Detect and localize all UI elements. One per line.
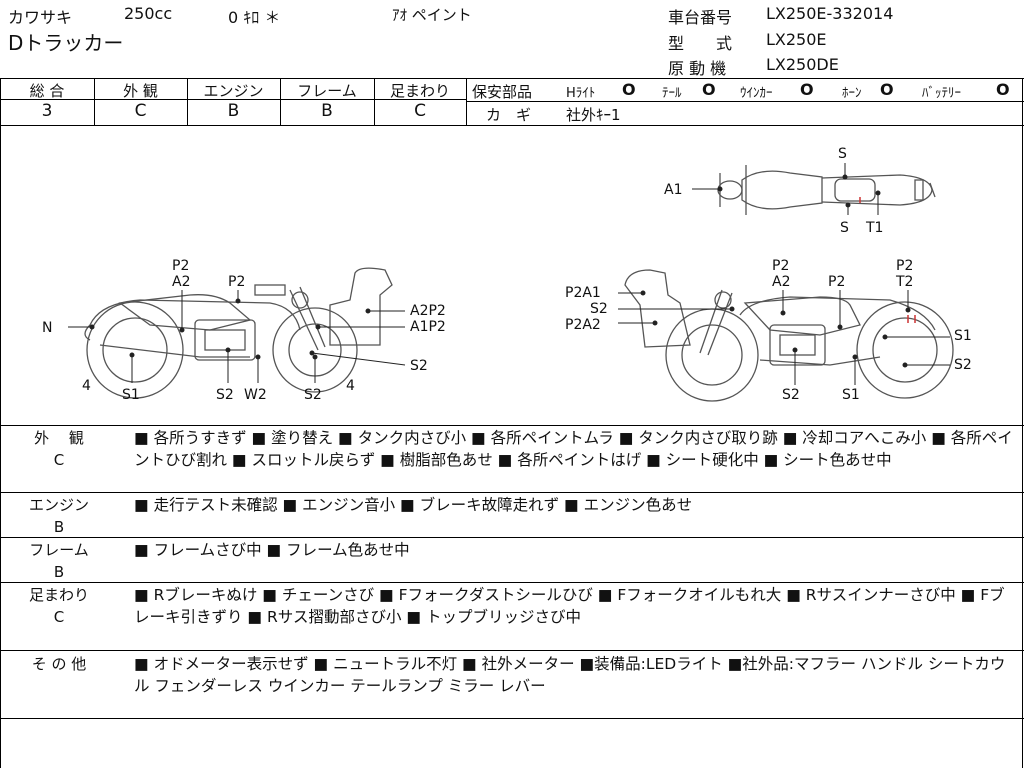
divider <box>280 78 281 125</box>
left-label: N <box>42 320 53 336</box>
grade-overall-label: 総 合 <box>29 82 65 100</box>
key-label: カ ギ <box>486 106 532 124</box>
paint-color: ｱｵ ペイント <box>392 6 472 24</box>
grade-exterior-label: 外 観 <box>123 82 158 100</box>
detail-category: 外 観 <box>34 429 84 447</box>
left-label: P2 <box>172 258 190 274</box>
right-label: P2 <box>772 258 790 274</box>
right-label: A2 <box>772 274 791 290</box>
divider <box>466 101 1024 102</box>
divider <box>187 78 188 125</box>
safety-label: 保安部品 <box>472 83 533 101</box>
chassis-label: 車台番号 <box>668 8 733 27</box>
grade-suspension-label: 足まわり <box>389 82 450 100</box>
grade-exterior-value: C <box>134 101 147 121</box>
right-label: P2A1 <box>565 285 601 301</box>
left-label: S2 <box>410 358 428 374</box>
displacement: 250cc <box>124 4 173 23</box>
divider <box>0 99 466 100</box>
grade-engine-value: B <box>227 101 240 121</box>
type-label: 型 式 <box>668 34 733 53</box>
detail-category: フレーム <box>29 541 89 559</box>
left-label: 4 <box>346 378 355 394</box>
divider <box>0 492 1024 493</box>
divider <box>0 78 1024 79</box>
divider <box>466 78 467 125</box>
safety-headlight: Hﾗｲﾄ <box>566 86 596 101</box>
divider <box>1022 78 1023 768</box>
mileage: 0 ｷﾛ ＊ <box>228 8 281 27</box>
safety-tail: ﾃｰﾙ <box>662 86 682 101</box>
divider <box>0 582 1024 583</box>
grade-engine-label: エンジン <box>203 82 264 100</box>
top-label: S <box>840 220 849 236</box>
top-view-bike <box>717 165 936 215</box>
detail-text: ■ オドメーター表示せず ■ ニュートラル不灯 ■ 社外メーター ■装備品:LE… <box>134 655 1006 695</box>
detail-grade: B <box>53 563 65 581</box>
top-label: S <box>838 146 847 162</box>
right-label: P2 <box>896 258 914 274</box>
safety-horn: ﾎｰﾝ <box>842 86 862 101</box>
left-label: S1 <box>122 387 140 403</box>
divider <box>0 650 1024 651</box>
engine-model-label: 原 動 機 <box>668 59 727 78</box>
left-side-bike <box>84 267 393 399</box>
grade-frame-label: フレーム <box>297 82 357 100</box>
safety-horn-mark: O <box>880 80 894 99</box>
right-label: S2 <box>782 387 800 403</box>
divider <box>0 537 1024 538</box>
detail-category: そ の 他 <box>31 655 87 673</box>
right-label: S1 <box>954 328 972 344</box>
left-label: A2 <box>172 274 191 290</box>
safety-winker-mark: O <box>800 80 814 99</box>
divider <box>0 125 1024 126</box>
safety-tail-mark: O <box>702 80 716 99</box>
model-name: Dトラッカー <box>8 31 124 55</box>
top-label: A1 <box>664 182 683 198</box>
detail-grade: C <box>53 608 65 626</box>
divider <box>0 718 1024 719</box>
detail-grade: C <box>53 451 65 469</box>
grade-frame-value: B <box>321 101 333 121</box>
top-label: T1 <box>866 220 884 236</box>
damage-markers <box>859 197 916 323</box>
detail-category: エンジン <box>28 496 89 514</box>
detail-category: 足まわり <box>28 586 89 604</box>
grade-suspension-value: C <box>414 101 426 121</box>
left-label: 4 <box>82 378 91 394</box>
left-label: A1P2 <box>410 319 446 335</box>
detail-text: ■ 各所うすきず ■ 塗り替え ■ タンク内さび小 ■ 各所ペイントムラ ■ タ… <box>134 429 1013 469</box>
detail-grade: B <box>53 518 65 536</box>
safety-winker: ｳｲﾝｶｰ <box>740 86 773 101</box>
safety-battery: ﾊﾞｯﾃﾘｰ <box>922 86 961 101</box>
left-label: S2 <box>216 387 234 403</box>
right-label: S2 <box>590 301 608 317</box>
motorcycle-drawings <box>68 163 954 402</box>
left-label: P2 <box>228 274 246 290</box>
safety-headlight-mark: O <box>622 80 636 99</box>
divider <box>0 78 1 768</box>
damage-diagram: S A1 S T1 P2 A2 P2 N A2P2 A1P2 S2 4 S1 S… <box>0 125 1024 425</box>
maker: カワサキ <box>8 8 73 27</box>
left-label: S2 <box>304 387 322 403</box>
right-label: T2 <box>896 274 914 290</box>
safety-battery-mark: O <box>996 80 1010 99</box>
left-label: W2 <box>244 387 267 403</box>
grade-overall-value: 3 <box>41 101 53 121</box>
divider <box>94 78 95 125</box>
engine-model-value: LX250DE <box>766 55 839 74</box>
right-label: P2A2 <box>565 317 601 333</box>
right-label: S2 <box>954 357 972 373</box>
detail-text: ■ Rブレーキぬけ ■ チェーンさび ■ Fフォークダストシールひび ■ Fフォ… <box>134 586 1005 626</box>
right-label: P2 <box>828 274 846 290</box>
chassis-value: LX250E-332014 <box>766 4 894 23</box>
key-value: 社外ｷｰ1 <box>566 106 621 124</box>
divider <box>0 425 1024 426</box>
divider <box>374 78 375 125</box>
detail-text: ■ フレームさび中 ■ フレーム色あせ中 <box>134 541 410 559</box>
detail-text: ■ 走行テスト未確認 ■ エンジン音小 ■ ブレーキ故障走れず ■ エンジン色あ… <box>134 496 693 514</box>
right-label: S1 <box>842 387 860 403</box>
type-value: LX250E <box>766 30 827 49</box>
left-label: A2P2 <box>410 303 446 319</box>
